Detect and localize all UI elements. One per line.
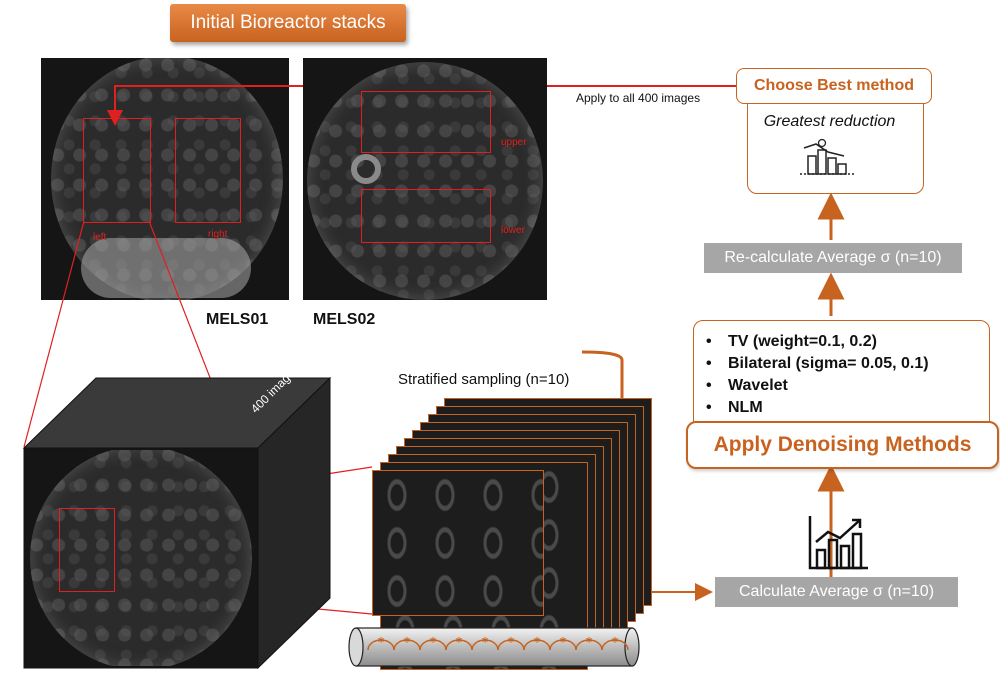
chart-reduction-icon	[800, 138, 854, 175]
mels01-bright-region	[81, 238, 251, 298]
sampling-label: Stratified sampling (n=10)	[398, 371, 570, 388]
svg-text:*: *	[404, 635, 411, 649]
cube-scan-circle	[30, 450, 252, 666]
roi-lower-label: lower	[501, 225, 525, 236]
method-item: •Bilateral (sigma= 0.05, 0.1)	[706, 355, 929, 372]
roi-lower-box	[361, 189, 491, 243]
recalculate-box: Re-calculate Average σ (n=10)	[704, 243, 962, 273]
trend-chart-icon	[808, 516, 868, 570]
choose-best-subtitle: Greatest reduction	[763, 113, 896, 130]
mels02-image: upper lower	[303, 58, 547, 300]
calculate-box: Calculate Average σ (n=10)	[715, 577, 958, 607]
sampling-cylinder: * * * * * * * * * *	[348, 627, 640, 667]
apply-all-label: Apply to all 400 images	[576, 91, 701, 105]
mels02-scan-circle	[307, 62, 543, 300]
mels01-label: MELS01	[206, 311, 269, 328]
method-item: •NLM	[706, 399, 763, 416]
apply-methods-box: Apply Denoising Methods	[686, 421, 999, 469]
svg-text:*: *	[560, 635, 567, 649]
title-banner: Initial Bioreactor stacks	[170, 4, 406, 42]
svg-text:*: *	[482, 635, 489, 649]
method-item: •TV (weight=0.1, 0.2)	[706, 333, 877, 350]
method-item: •Wavelet	[706, 377, 788, 394]
svg-text:*: *	[586, 635, 593, 649]
cube-roi-box	[59, 508, 115, 592]
roi-right-label: right	[208, 229, 228, 240]
roi-upper-label: upper	[501, 137, 527, 148]
methods-panel: •TV (weight=0.1, 0.2) •Bilateral (sigma=…	[693, 320, 990, 432]
methods-list: •TV (weight=0.1, 0.2) •Bilateral (sigma=…	[694, 321, 989, 419]
svg-text:*: *	[378, 635, 385, 649]
svg-text:*: *	[612, 635, 619, 649]
mels01-image: left right	[41, 58, 289, 300]
roi-right-box	[175, 118, 241, 223]
mels02-label: MELS02	[313, 311, 376, 328]
slice-image	[372, 470, 544, 616]
roi-left-label: left	[93, 232, 107, 243]
svg-text:*: *	[508, 635, 515, 649]
mels02-ring-marker	[351, 154, 381, 184]
svg-text:*: *	[456, 635, 463, 649]
svg-text:*: *	[430, 635, 437, 649]
slice-stack	[372, 398, 652, 670]
roi-upper-box	[361, 91, 491, 153]
choose-best-title: Choose Best method	[736, 68, 932, 104]
svg-text:*: *	[534, 635, 541, 649]
cube-front-scan	[26, 450, 256, 666]
